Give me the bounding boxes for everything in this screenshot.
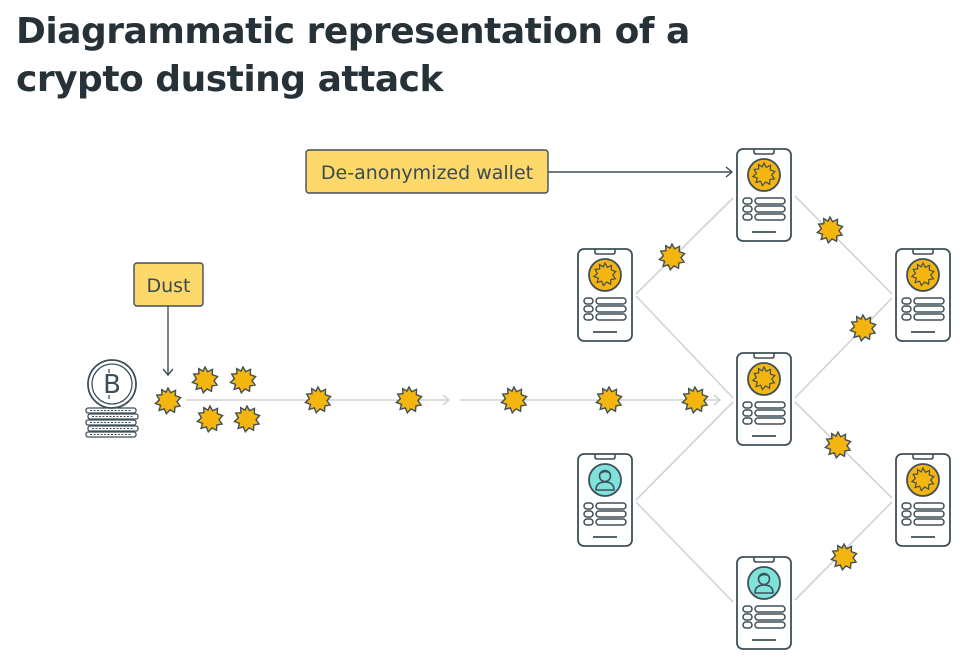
dust-particle-icon [816,216,844,244]
wallet-bottom[interactable] [736,556,792,650]
dust-particle-icon [196,405,224,433]
bitcoin-coin-stack-icon: B [85,359,139,438]
deanonymized-wallet-label-text: De-anonymized wallet [321,162,533,184]
page-title: Diagrammatic representation of a crypto … [16,11,690,100]
edge-lower-left-to-bottom [635,501,734,603]
dust-particle-icon [658,243,686,271]
edge-lower-left-to-center [635,401,734,501]
dust-particle-icon [830,543,858,571]
wallet-upper-right[interactable] [895,248,951,342]
dust-particle-icon [395,386,423,414]
dust-path-arrowhead-1 [442,394,451,406]
wallet-lower-left[interactable] [577,453,633,547]
dust-path-arrowhead-2 [713,394,722,406]
edge-upper-left-to-top [635,197,734,295]
dust-label-text: Dust [146,275,190,297]
dust-particle-icon [681,386,709,414]
dust-particle-icon [595,386,623,414]
dust-particle-icon [304,386,332,414]
bitcoin-symbol: B [103,370,121,400]
edge-upper-left-to-center [635,295,734,399]
dust-particle-icon [154,387,182,415]
dust-label: Dust [133,262,204,377]
dust-particle-icon [233,405,261,433]
wallet-upper-left[interactable] [577,248,633,342]
wallet-center[interactable] [736,352,792,446]
wallet-lower-right[interactable] [895,453,951,547]
dust-particle-icon [191,366,219,394]
wallets [577,148,951,650]
deanonymized-wallet-label: De-anonymized wallet [305,149,734,194]
dust-particle-icon [500,386,528,414]
wallet-top[interactable] [736,148,792,242]
edge-center-to-upper-right [794,297,893,399]
edge-top-to-upper-right [794,195,893,295]
dust-particle-icon [229,366,257,394]
